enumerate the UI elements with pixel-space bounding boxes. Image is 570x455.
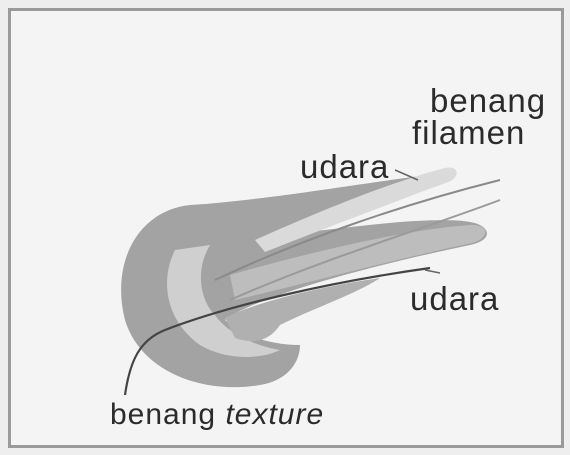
- label-benang-texture-italic: texture: [225, 398, 324, 431]
- leader-udara-right: [425, 270, 440, 273]
- label-udara-right: udara: [410, 282, 499, 315]
- label-benang-texture-word: benang: [110, 398, 216, 431]
- label-benang-texture: benang texture: [110, 400, 324, 430]
- label-benang-filamen-line2: filamen: [412, 116, 525, 149]
- label-benang-filamen-line1: benang: [430, 84, 546, 117]
- label-udara-top: udara: [300, 150, 389, 183]
